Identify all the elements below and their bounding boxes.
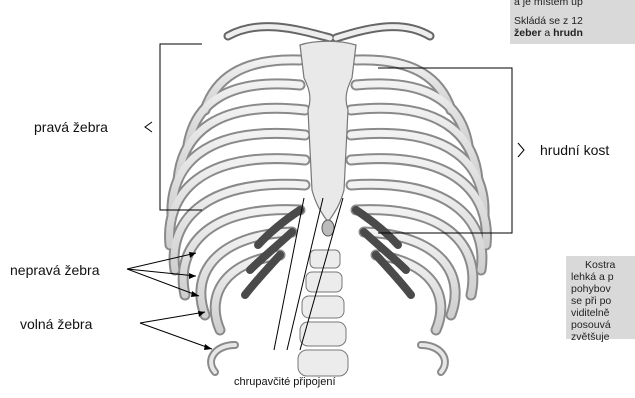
info-box-side-line: zvětšuje <box>571 331 635 343</box>
info-box-side-line: pohybov <box>571 283 635 295</box>
label-cartilage: chrupavčité připojení <box>234 376 336 388</box>
label-sternum: hrudní kost <box>540 142 609 158</box>
info-box-side-line: lehká a p <box>571 271 635 283</box>
info-box-top-sternum: hrudn <box>553 27 583 39</box>
info-box-top-line1: a je místem up <box>514 0 635 8</box>
label-right-ribs: pravá žebra <box>34 119 108 135</box>
info-box-top: a je místem up Skládá se z 12 žeber a hr… <box>510 0 635 44</box>
info-box-side-line: viditelně <box>571 307 635 319</box>
label-false-ribs: nepravá žebra <box>10 262 100 278</box>
label-floating-ribs: volná žebra <box>20 316 92 332</box>
info-box-top-conj: a <box>541 27 553 39</box>
info-box-side-line: posouvá <box>571 319 635 331</box>
info-box-top-ribs: žeber <box>514 27 541 39</box>
info-box-top-line2: Skládá se z 12 <box>514 15 635 27</box>
info-box-side-line: Kostra <box>571 259 635 271</box>
info-box-side-line: se při po <box>571 295 635 307</box>
info-box-side: Kostra lehká a p pohybov se při po vidit… <box>566 256 635 339</box>
info-box-top-line3: žeber a hrudn <box>514 27 635 39</box>
